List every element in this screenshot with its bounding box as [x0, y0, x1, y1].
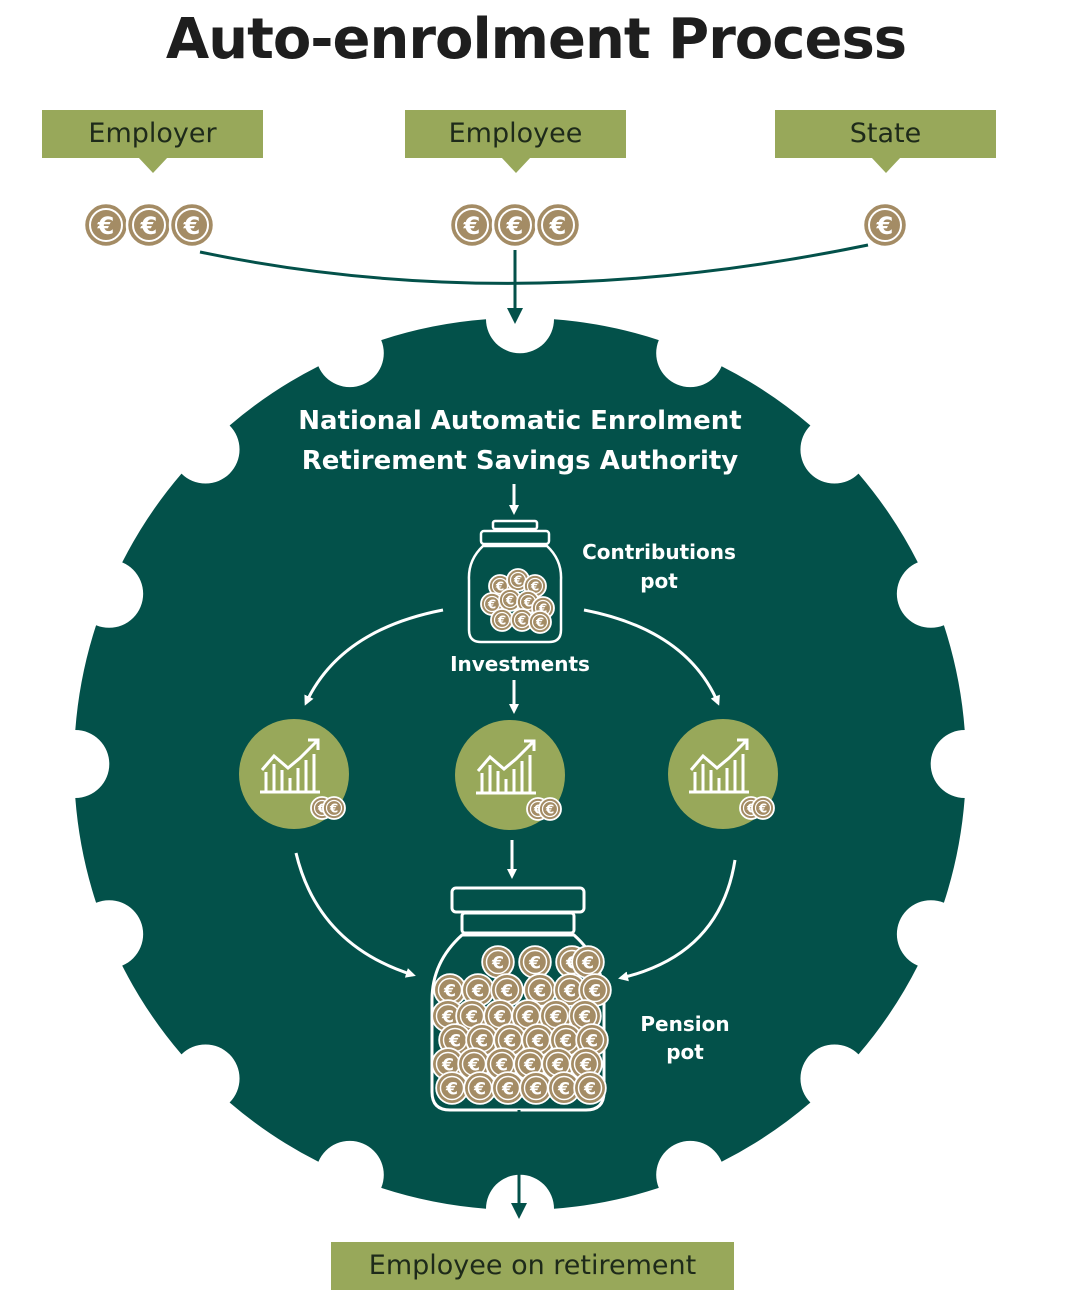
euro-coin-icon [82, 201, 130, 249]
euro-coin-icon [463, 1071, 497, 1105]
arrow-icon [304, 608, 444, 706]
page-title: Auto-enrolment Process [165, 7, 907, 72]
contributions-jar-icon [467, 519, 563, 644]
euro-coin-icon [481, 945, 515, 979]
pension-jar-icon [430, 886, 612, 1112]
euro-coin-icon [571, 945, 605, 979]
employer-coins [82, 201, 216, 249]
euro-coin-icon [518, 945, 552, 979]
authority-title-line2: Retirement Savings Authority [301, 446, 739, 476]
pension-pot-label-line1: Pension [640, 1012, 730, 1036]
arrow-icon [294, 852, 416, 978]
euro-coin-icon [534, 201, 582, 249]
arrow-icon [618, 859, 737, 982]
euro-coin-icon [519, 1071, 553, 1105]
retirement-label: Employee on retirement [331, 1242, 734, 1290]
arrow-icon [583, 608, 720, 706]
investment-growth-icon [455, 720, 565, 830]
contributions-pot-label-line1: Contributions [582, 540, 736, 564]
pension-pot-label-line2: pot [666, 1040, 704, 1064]
euro-coin-icon [861, 201, 909, 249]
investment-growth-icon [668, 719, 778, 829]
euro-coin-icon [125, 201, 173, 249]
source-label-employee: Employee [405, 110, 626, 173]
investments-label: Investments [450, 652, 590, 676]
euro-coin-icon [573, 1071, 607, 1105]
authority-title-line1: National Automatic Enrolment [298, 406, 742, 436]
euro-coin-icon [435, 1071, 469, 1105]
contributions-pot-label-line2: pot [640, 569, 678, 593]
euro-coin-icon [491, 201, 539, 249]
state-coins [861, 201, 909, 249]
source-label-state: State [775, 110, 996, 173]
investment-growth-icon [239, 719, 349, 829]
euro-coin-icon [168, 201, 216, 249]
euro-coin-icon [491, 1071, 525, 1105]
source-label-employer: Employer [42, 110, 263, 173]
collector-line [199, 243, 869, 285]
euro-coin-icon [448, 201, 496, 249]
employee-coins [448, 201, 582, 249]
